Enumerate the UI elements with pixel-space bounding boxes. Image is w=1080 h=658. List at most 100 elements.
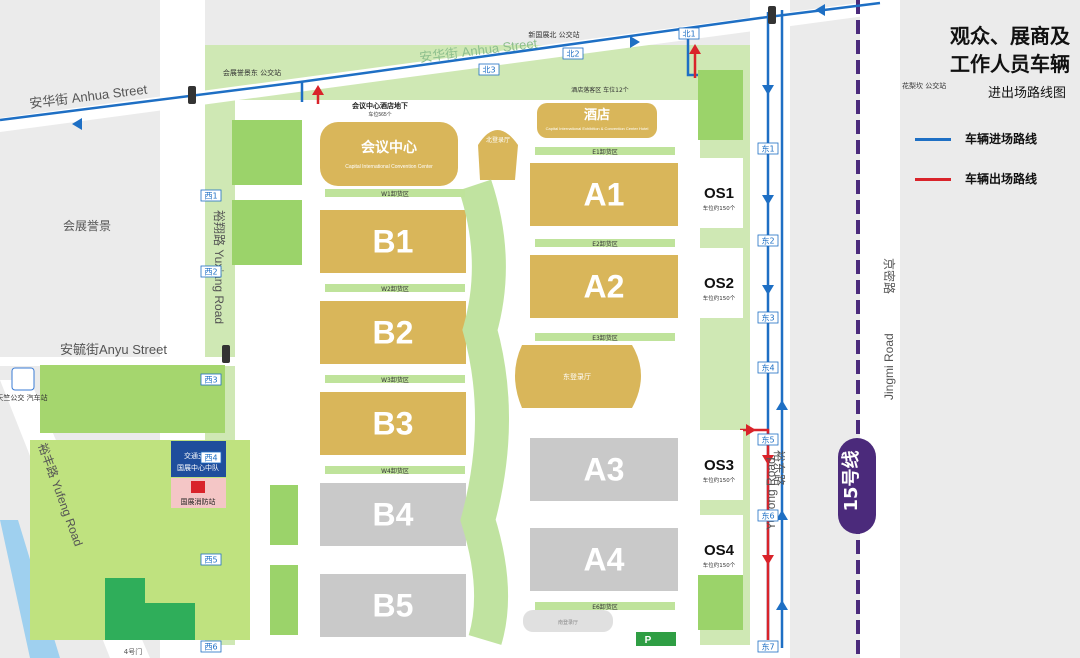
bus-stop-tianzhu-1: 天竺公交 汽车站 xyxy=(0,393,48,402)
hotel-en-label: Capital International Exhibition & Conve… xyxy=(546,126,649,131)
hotel-parking-capacity: 车位565个 xyxy=(368,111,391,118)
gate-north-1-box xyxy=(678,27,700,40)
lot-capacity-os3: 车位约150个 xyxy=(703,476,736,484)
gate-west-2: 西2 xyxy=(204,268,217,277)
lot-capacity-os2: 车位约150个 xyxy=(703,294,736,302)
parking-lot-se xyxy=(698,575,743,630)
bus-stop-huali-1: 花梨坎 公交站 xyxy=(902,81,946,90)
hall-a1 xyxy=(530,163,678,226)
parking-lot-nw xyxy=(232,120,302,185)
gate-east-7-box xyxy=(757,640,779,653)
legend-subtitle: 进出场路线图 xyxy=(987,86,1066,101)
bus-stop-new-expo-north-1: 新国展北 公交站 xyxy=(528,30,579,39)
gate-east-4-box xyxy=(757,361,779,374)
gate-west-1-box xyxy=(200,189,222,202)
dropoff-label-7: E3卸货区 xyxy=(592,334,618,342)
dropoff-label-8: E6卸货区 xyxy=(592,603,618,611)
east-hall-label: 东登录厅 xyxy=(563,372,591,381)
jingmi-road-label-en: Jingmi Road xyxy=(882,333,896,400)
fire-station-label: 国展消防站 xyxy=(181,497,216,506)
gate-north-3: 北3 xyxy=(482,66,495,75)
yudong-road xyxy=(750,0,790,658)
gate-west-4-box xyxy=(200,451,222,464)
north-registration-hall xyxy=(478,130,518,180)
gate-west-6: 西6 xyxy=(204,643,217,652)
hall-a4 xyxy=(530,528,678,591)
dropoff-2 xyxy=(325,284,465,292)
lot-capacity-os1: 车位约150个 xyxy=(703,204,736,212)
gate-north-3-box xyxy=(478,63,500,76)
dropoff-8 xyxy=(535,602,675,610)
gate-east-2: 东2 xyxy=(761,236,774,246)
gate-east-1: 东1 xyxy=(761,144,774,154)
gate-west-3: 西3 xyxy=(204,376,217,385)
central-green-walk xyxy=(458,179,509,645)
bus-stop-huizhan-east-1: 会展誉景东 公交站 xyxy=(223,68,281,77)
gate-north-2-box xyxy=(562,47,584,60)
gate-west-2-box xyxy=(200,265,222,278)
hall-b2 xyxy=(320,301,466,364)
gate-west-5: 西5 xyxy=(204,556,217,565)
conference-label: 会议中心 xyxy=(361,139,417,156)
dropoff-5 xyxy=(535,147,675,155)
dropoff-label-2: W2卸货区 xyxy=(381,285,409,293)
traffic-police-label-2: 国展中心中队 xyxy=(177,463,219,472)
south-registration-hall xyxy=(523,610,613,632)
legend-out-label: 车辆出场路线 xyxy=(965,172,1038,186)
green-park xyxy=(105,578,195,640)
north-hall-label: 北登录厅 xyxy=(486,136,510,144)
lot-label-os2: OS2 xyxy=(704,275,734,292)
lot-os2 xyxy=(698,248,743,318)
east-registration-hall xyxy=(515,345,641,408)
legend-in-line xyxy=(915,138,951,141)
anyu-street-label: 安毓街Anyu Street xyxy=(60,342,167,357)
gate-east-3-box xyxy=(757,311,779,324)
gate-east-4: 东4 xyxy=(761,363,774,373)
gate-east-1-box xyxy=(757,142,779,155)
gate-east-6-box xyxy=(757,509,779,522)
hall-a3 xyxy=(530,438,678,501)
hall-b4 xyxy=(320,483,466,546)
metro-badge xyxy=(838,438,876,534)
hall-label-b5: B5 xyxy=(373,588,414,624)
hall-label-a2: A2 xyxy=(584,269,625,305)
lot-capacity-os4: 车位约150个 xyxy=(703,561,736,569)
gate-north-1: 北1 xyxy=(682,30,695,39)
gate4-label: 4号门 xyxy=(124,647,142,656)
legend-out-line xyxy=(915,178,951,181)
lot-label-os3: OS3 xyxy=(704,457,734,474)
gate-east-2-box xyxy=(757,234,779,247)
dropoff-4 xyxy=(325,466,465,474)
dropoff-label-1: W1卸货区 xyxy=(381,190,409,198)
jingmi-road xyxy=(860,0,900,658)
gate-east-3: 东3 xyxy=(761,313,774,323)
bus-stop-tianzhu-icon xyxy=(11,367,35,391)
parking-p-label: P xyxy=(645,635,652,646)
hall-label-a1: A1 xyxy=(584,177,625,213)
hall-label-a3: A3 xyxy=(584,452,625,488)
huizhan-yujing-label: 会展誉景 xyxy=(63,219,111,233)
traffic-police-label-1: 交通支队 xyxy=(184,451,212,460)
dropoff-6 xyxy=(535,239,675,247)
legend-in-label: 车辆进场路线 xyxy=(965,132,1038,146)
conference-center xyxy=(320,122,458,186)
lot-os4 xyxy=(698,515,743,585)
hall-label-b3: B3 xyxy=(373,406,414,442)
hall-label-b2: B2 xyxy=(373,315,414,351)
hall-b5 xyxy=(320,574,466,637)
gate-east-5-box xyxy=(757,433,779,446)
dropoff-1 xyxy=(325,189,465,197)
lot-os1 xyxy=(698,158,743,228)
gate-west-1: 西1 xyxy=(204,192,217,201)
hall-label-b1: B1 xyxy=(373,224,414,260)
hotel xyxy=(537,103,657,138)
gate-east-5: 东5 xyxy=(761,435,774,445)
title-line-2: 工作人员车辆 xyxy=(950,52,1070,76)
hall-label-a4: A4 xyxy=(584,542,625,578)
hall-b1 xyxy=(320,210,466,273)
